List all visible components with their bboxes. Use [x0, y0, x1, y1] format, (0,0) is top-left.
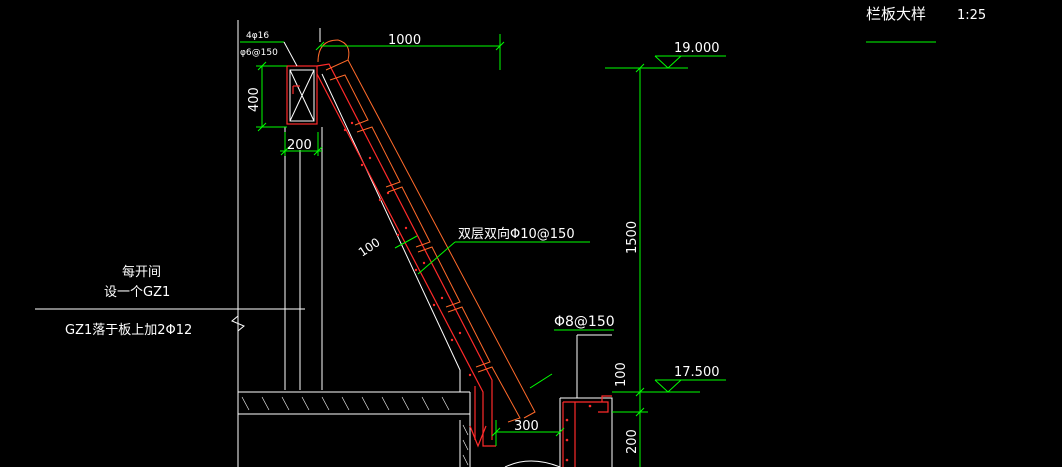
drawing-title: 栏板大样	[866, 5, 926, 23]
tile-outer	[325, 59, 536, 419]
floor-hatch	[241, 396, 469, 466]
dim-slab-label: 100	[356, 235, 383, 259]
beam-outline	[286, 65, 318, 125]
rebar-anchor-hook	[469, 425, 487, 448]
gutter-dots	[565, 404, 592, 462]
roof-tiles	[317, 39, 536, 423]
gz1-note-under: GZ1落于板上加2Φ12	[65, 323, 192, 338]
dim-200-label: 200	[287, 138, 312, 153]
level-175-triangle	[654, 379, 682, 393]
gutter-hook	[601, 395, 612, 402]
beam-cross-2	[289, 69, 315, 122]
break-symbol	[231, 315, 245, 332]
beam-core	[289, 69, 315, 122]
gz1-note-line1: 每开间	[122, 264, 161, 280]
top-main-rebar-label: 4φ16	[246, 31, 269, 41]
rebar-labels: 4φ16 φ6@150 双层双向Φ10@150 Φ8@150	[240, 31, 615, 330]
level-19-label: 19.000	[674, 41, 720, 56]
tile-leader	[529, 373, 553, 389]
tile-2	[356, 126, 401, 188]
gutter-rebar-label: Φ8@150	[554, 314, 615, 330]
title-block: 栏板大样 1:25	[866, 5, 986, 43]
gutter-curve	[504, 460, 561, 467]
dim-300-label: 300	[514, 419, 539, 434]
ridge-tile	[317, 39, 350, 63]
dim-100-label: 100	[614, 362, 629, 387]
dim-200-right-label: 200	[625, 429, 640, 454]
dim-slab-line	[394, 235, 418, 249]
tile-4	[417, 246, 461, 308]
top-stirrup-label: φ6@150	[240, 48, 278, 58]
slab-under-edge	[321, 73, 461, 392]
dimensions: 1000 400 200 1500 100 200 300 100	[240, 33, 700, 467]
tile-5	[447, 306, 491, 368]
dim-1500-label: 1500	[625, 221, 640, 254]
slab-rebar-leader-diag	[417, 241, 456, 275]
level-175-label: 17.500	[674, 365, 720, 380]
tile-1	[329, 74, 369, 126]
dim-400-label: 400	[247, 87, 262, 112]
dim-1000-label: 1000	[388, 33, 421, 48]
slab-rebar-label: 双层双向Φ10@150	[458, 226, 575, 242]
gz1-note: 每开间 设一个GZ1 GZ1落于板上加2Φ12	[35, 264, 305, 338]
tile-3	[387, 186, 431, 248]
gz1-note-line2: 设一个GZ1	[104, 285, 170, 300]
gutter-stirrup-top	[563, 401, 609, 413]
gutter-wall	[560, 397, 613, 467]
slab-rebar	[316, 63, 496, 448]
top-beam	[286, 65, 318, 125]
gutter-rebar	[562, 395, 612, 467]
rebar-dots	[343, 121, 472, 377]
rebar-top-bar	[316, 63, 493, 440]
top-rebar-leader-diag	[283, 41, 298, 67]
elevation-markers: 19.000 17.500	[654, 41, 726, 393]
rebar-bottom-bar	[316, 73, 496, 447]
drawing-scale: 1:25	[957, 8, 986, 23]
tile-6	[477, 366, 521, 423]
level-19-triangle	[654, 55, 682, 69]
